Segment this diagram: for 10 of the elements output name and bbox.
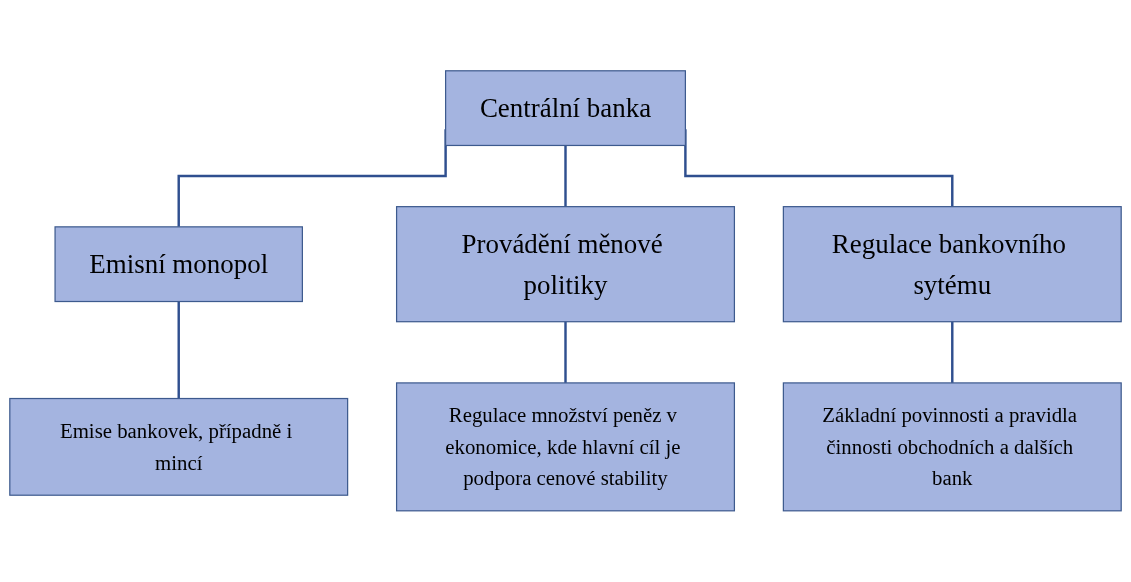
- node-box: Regulace množství peněz v ekonomice, kde hlavní cíl je podpora cenové stability: [395, 382, 735, 512]
- node-box: Centrální banka: [445, 70, 686, 147]
- connector: [177, 301, 180, 400]
- node-box: Provádění měnové politiky: [395, 206, 735, 323]
- connector: [564, 321, 567, 385]
- node-box: Emise bankovek, případně i mincí: [9, 398, 349, 496]
- node-box: Základní povinnosti a pravidla činnosti obchodních a dalších bank: [782, 382, 1122, 512]
- node-box: Emisní monopol: [54, 226, 303, 303]
- connector: [951, 321, 954, 385]
- node-box: Regulace bankovního sytému: [782, 206, 1122, 323]
